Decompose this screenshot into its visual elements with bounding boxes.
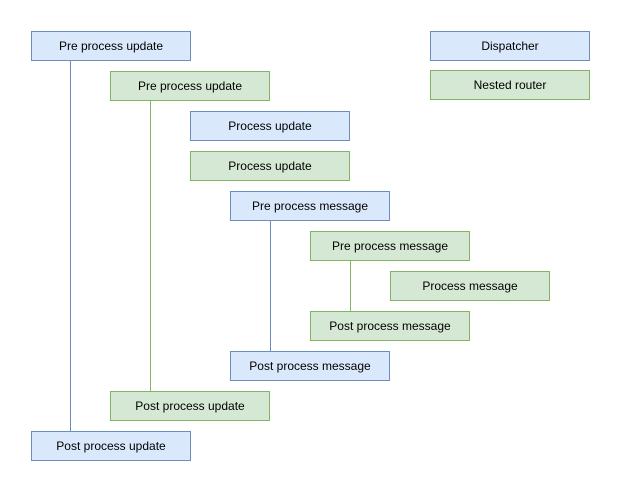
node-process-message-nested-router: Process message [390,271,550,301]
connector-nested-router-update-span [150,101,151,391]
node-post-process-message-dispatcher: Post process message [230,351,390,381]
node-post-process-message-nested-router: Post process message [310,311,470,341]
node-process-update-dispatcher: Process update [190,111,350,141]
connector-dispatcher-message-span [270,221,271,351]
legend-item-nested-router: Nested router [430,70,590,100]
node-post-process-update-nested-router: Post process update [110,391,270,421]
connector-dispatcher-update-span [70,61,71,431]
node-pre-process-message-nested-router: Pre process message [310,231,470,261]
node-process-update-nested-router: Process update [190,151,350,181]
node-post-process-update-dispatcher: Post process update [31,431,191,461]
legend-item-dispatcher: Dispatcher [430,31,590,61]
node-pre-process-update-nested-router: Pre process update [110,71,270,101]
node-pre-process-update-dispatcher: Pre process update [31,31,191,61]
node-pre-process-message-dispatcher: Pre process message [230,191,390,221]
connector-nested-router-message-span [350,261,351,311]
